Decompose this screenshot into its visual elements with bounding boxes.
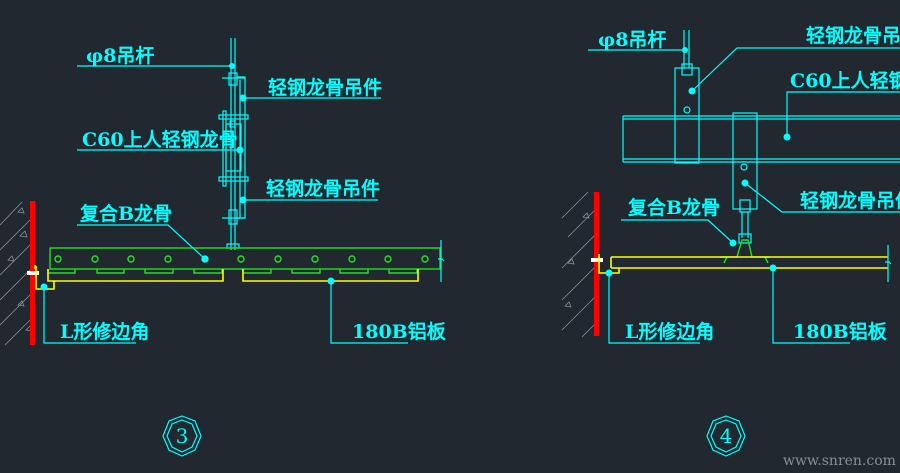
label-l-trim-4: L形修边角 (625, 320, 714, 343)
label-hanger-bottom-4: 轻钢龙骨吊件 (800, 189, 900, 212)
b-keel-3 (47, 247, 441, 274)
watermark: www.snren.com (783, 453, 896, 469)
wall-hatch-3 (0, 201, 33, 346)
label-panel-3: 180B铝板 (352, 320, 447, 343)
detail-number-badge-3: 3 (162, 415, 202, 457)
wall-hatch-4 (561, 191, 596, 338)
detail-3: φ8吊杆 轻钢龙骨吊件 C60上人轻钢龙骨 轻钢龙骨吊件 复合B龙骨 L形修边角… (0, 38, 447, 457)
wall-anchor-4 (591, 258, 603, 262)
label-panel-4: 180B铝板 (793, 320, 888, 343)
leaders-3 (40, 63, 408, 344)
hanger-assembly-4 (622, 30, 900, 244)
label-b-keel-3: 复合B龙骨 (79, 202, 172, 225)
svg-text:3: 3 (176, 424, 189, 448)
label-rod-4: φ8吊杆 (598, 28, 666, 51)
leaders-4 (588, 47, 900, 344)
label-hanger-bottom-3: 轻钢龙骨吊件 (266, 177, 380, 200)
label-hanger-top-3: 轻钢龙骨吊件 (268, 76, 382, 99)
label-main-keel-4: C60上人轻钢龙 (790, 69, 900, 92)
wall-anchor-3 (27, 271, 39, 275)
wall-line-4 (594, 192, 599, 336)
label-rod-3: φ8吊杆 (86, 44, 154, 67)
label-l-trim-3: L形修边角 (60, 320, 149, 343)
aluminum-panel-4 (598, 254, 888, 274)
detail-4: φ8吊杆 轻钢龙骨吊件 C60上人轻钢龙 轻钢龙骨吊件 复合B龙骨 L形修边角 … (561, 24, 900, 457)
keel-holes-3 (54, 255, 429, 263)
label-hanger-top-4: 轻钢龙骨吊件 (806, 24, 900, 47)
detail-number-badge-4: 4 (706, 415, 746, 457)
svg-text:4: 4 (720, 424, 733, 448)
label-b-keel-4: 复合B龙骨 (627, 196, 720, 219)
label-main-keel-3: C60上人轻钢龙骨 (82, 128, 238, 151)
